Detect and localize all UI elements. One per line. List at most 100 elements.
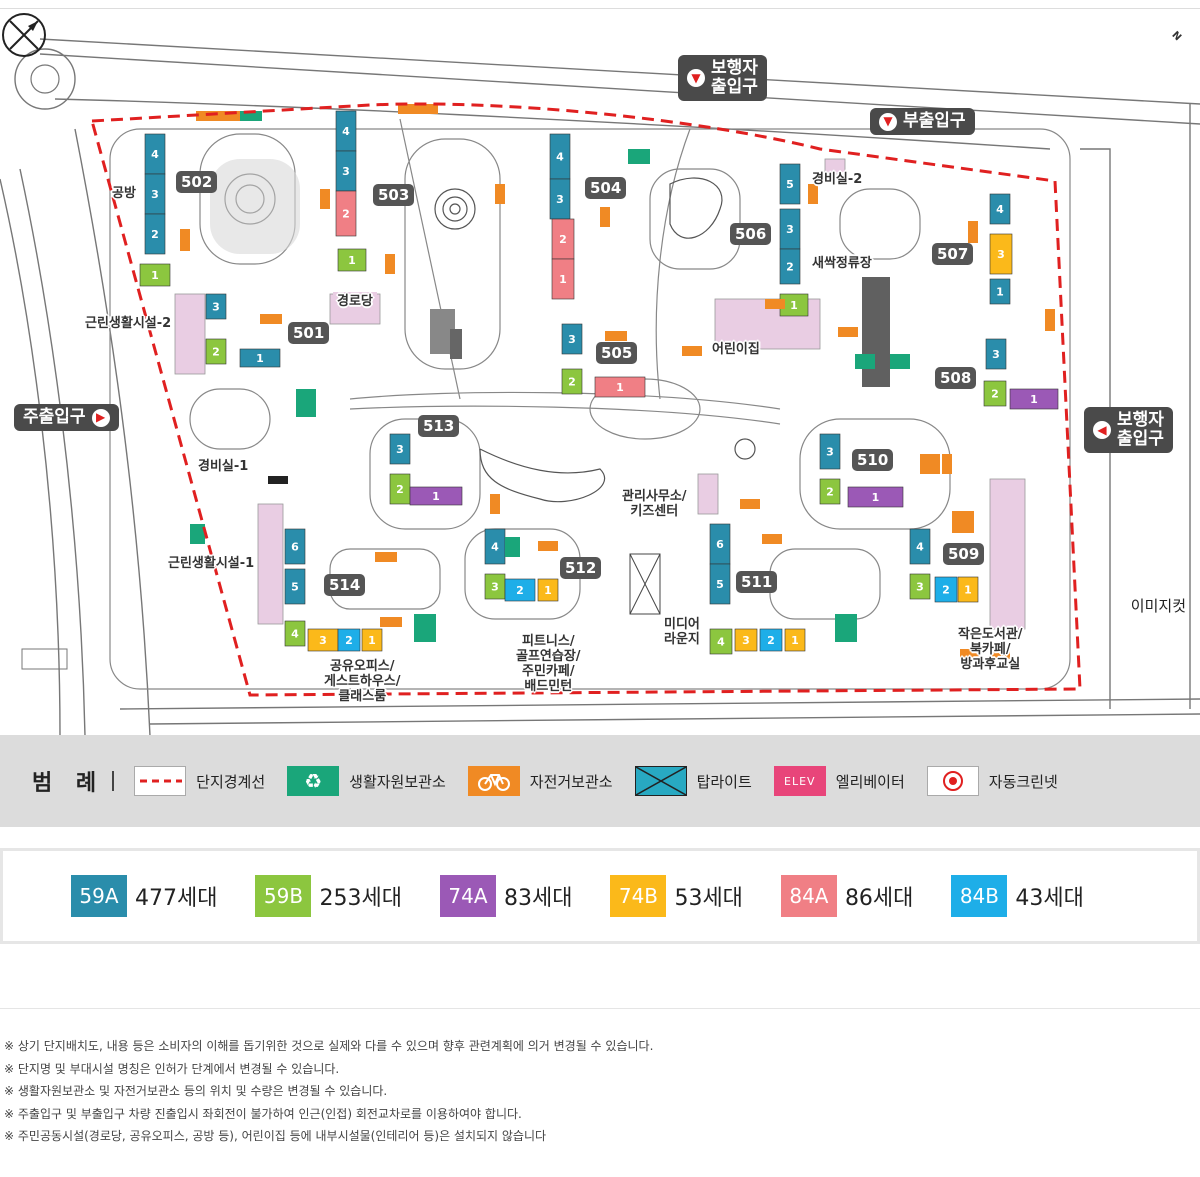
elevator-icon-text: ELEV bbox=[784, 774, 816, 788]
unit-type-badge: 59A bbox=[71, 875, 127, 917]
cleannet-icon bbox=[926, 766, 979, 796]
unit-type-count: 43세대 bbox=[1015, 886, 1084, 911]
note-1: ※ 상기 단지배치도, 내용 등은 소비자의 이해를 돕기위한 것으로 실제와 … bbox=[4, 1039, 654, 1053]
apartment-wing-59b bbox=[909, 573, 931, 600]
unit-number: 3 bbox=[491, 581, 499, 594]
unit-type-59b: 59B 253세대 bbox=[255, 875, 402, 917]
unit-number: 3 bbox=[826, 446, 834, 459]
apartment-wing-59a bbox=[985, 338, 1007, 370]
facility-gyeongrodang: 경로당 bbox=[333, 292, 377, 311]
facility-daycare: 어린이집 bbox=[712, 342, 760, 357]
unit-number: 5 bbox=[786, 178, 794, 191]
unit-number: 1 bbox=[996, 286, 1004, 299]
legend-bar: 범 례 단지경계선 ♻ 생활자원보관소 자전거보관소 탑라이트 ELEV 엘리베… bbox=[0, 735, 1200, 827]
unit-number: 1 bbox=[256, 352, 264, 365]
apartment-wing-59b bbox=[983, 380, 1007, 407]
unit-type-74a: 74A 83세대 bbox=[439, 875, 573, 917]
apartment-wing-59a bbox=[561, 323, 583, 355]
apartment-wing-74b bbox=[361, 628, 383, 652]
unit-number: 4 bbox=[291, 628, 299, 641]
building-label-501: 501 bbox=[288, 322, 330, 344]
apartment-wing-59b bbox=[284, 620, 306, 647]
facility-fitness-line2: 골프연습장/ bbox=[516, 649, 581, 664]
unit-number: 3 bbox=[997, 248, 1005, 261]
note-5: ※ 주민공동시설(경로당, 공유오피스, 공방 등), 어린이집 등에 내부시설… bbox=[4, 1129, 547, 1143]
unit-number: 3 bbox=[742, 634, 750, 647]
entrance-main: ▶ 주출입구 bbox=[14, 404, 119, 431]
apartment-wing-84b bbox=[337, 628, 361, 652]
unit-number: 2 bbox=[396, 483, 404, 496]
apartment-wing-59b bbox=[561, 368, 583, 395]
unit-number: 1 bbox=[791, 634, 799, 647]
legend-title: 범 례 bbox=[32, 771, 105, 796]
unit-type-badge: 84A bbox=[780, 875, 837, 917]
unit-number: 2 bbox=[991, 388, 999, 401]
unit-number: 1 bbox=[432, 490, 440, 503]
unit-type-count: 83세대 bbox=[503, 886, 573, 911]
unit-type-count: 253세대 bbox=[319, 886, 402, 911]
recycle-icon: ♻ bbox=[287, 766, 340, 796]
unit-number: 3 bbox=[151, 188, 159, 201]
unit-number: 4 bbox=[491, 541, 499, 554]
apartment-wing-59a bbox=[239, 348, 281, 368]
apartment-wing-59a bbox=[989, 278, 1011, 305]
building-label-507: 507 bbox=[932, 243, 974, 265]
entrance-sub: ▼ 부출입구 bbox=[870, 108, 975, 135]
entrance-pedestrian-right-line1: 보행자 bbox=[1117, 410, 1164, 430]
notes-divider bbox=[0, 1008, 1200, 1009]
entrance-pedestrian-right: ◀ 보행자 출입구 bbox=[1084, 407, 1173, 453]
unit-number: 3 bbox=[916, 581, 924, 594]
apartment-wing-74b bbox=[537, 578, 559, 602]
unit-number: 2 bbox=[516, 584, 524, 597]
compass-icon bbox=[2, 13, 46, 57]
apartment-wing-59a bbox=[284, 568, 306, 605]
arrow-left-icon: ◀ bbox=[1093, 421, 1111, 439]
facility-fitness-line3: 주민카페/ bbox=[521, 664, 575, 679]
unit-number: 2 bbox=[942, 584, 950, 597]
legend-label-toplight: 탑라이트 bbox=[696, 772, 752, 791]
unit-number: 3 bbox=[556, 193, 564, 206]
unit-type-count: 477세대 bbox=[135, 886, 218, 911]
unit-type-badge: 84B bbox=[951, 875, 1008, 917]
apartment-wing-59a bbox=[389, 433, 411, 465]
facility-commercial-2: 근린생활시설-2 bbox=[85, 316, 172, 331]
unit-number: 2 bbox=[826, 486, 834, 499]
unit-number: 1 bbox=[559, 273, 567, 286]
apartment-wing-59a bbox=[989, 193, 1011, 225]
facility-fitness: 피트니스/ 골프연습장/ 주민카페/ 배드민턴 bbox=[516, 634, 581, 694]
apartment-wing-84b bbox=[504, 578, 536, 602]
legend-label-boundary: 단지경계선 bbox=[196, 772, 266, 791]
note-3: ※ 생활자원보관소 및 자전거보관소 등의 위치 및 수량은 변경될 수 있습니… bbox=[4, 1084, 388, 1098]
unit-number: 4 bbox=[556, 151, 564, 164]
unit-number: 4 bbox=[151, 148, 159, 161]
boundary-line-icon bbox=[134, 766, 187, 796]
building-label-508: 508 bbox=[935, 367, 977, 389]
facility-library-line1: 작은도서관/ bbox=[958, 627, 1023, 642]
building-label-514: 514 bbox=[324, 574, 366, 596]
unit-type-badge: 74B bbox=[610, 875, 667, 917]
legend-item-cleannet: 자동크린넷 bbox=[926, 766, 1058, 796]
apartment-wing-59a bbox=[144, 213, 166, 255]
entrance-pedestrian-right-line2: 출입구 bbox=[1117, 429, 1164, 449]
unit-number: 2 bbox=[212, 346, 220, 359]
bicycle-icon bbox=[467, 766, 520, 796]
unit-number: 2 bbox=[559, 233, 567, 246]
arrow-down-icon: ▼ bbox=[687, 69, 705, 87]
facility-commercial-1: 근린생활시설-1 bbox=[168, 556, 255, 571]
unit-number: 3 bbox=[568, 333, 576, 346]
apartment-wing-59a bbox=[284, 528, 306, 565]
facility-office-kids-line2: 키즈센터 bbox=[630, 504, 679, 519]
apartment-wing-59b bbox=[139, 263, 171, 287]
unit-number: 3 bbox=[212, 301, 220, 314]
arrow-down-icon: ▼ bbox=[879, 112, 897, 131]
unit-number: 4 bbox=[717, 636, 725, 649]
facility-fitness-line1: 피트니스/ bbox=[521, 634, 575, 649]
unit-number: 1 bbox=[544, 584, 552, 597]
unit-number: 3 bbox=[342, 165, 350, 178]
entrance-pedestrian-top-line2: 출입구 bbox=[711, 77, 758, 97]
facility-media-lounge: 미디어 라운지 bbox=[664, 617, 700, 647]
building-label-513: 513 bbox=[418, 415, 460, 437]
apartment-wing-74a bbox=[409, 486, 463, 506]
unit-type-74b: 74B 53세대 bbox=[610, 875, 743, 917]
legend-item-bicycle: 자전거보관소 bbox=[467, 766, 613, 796]
